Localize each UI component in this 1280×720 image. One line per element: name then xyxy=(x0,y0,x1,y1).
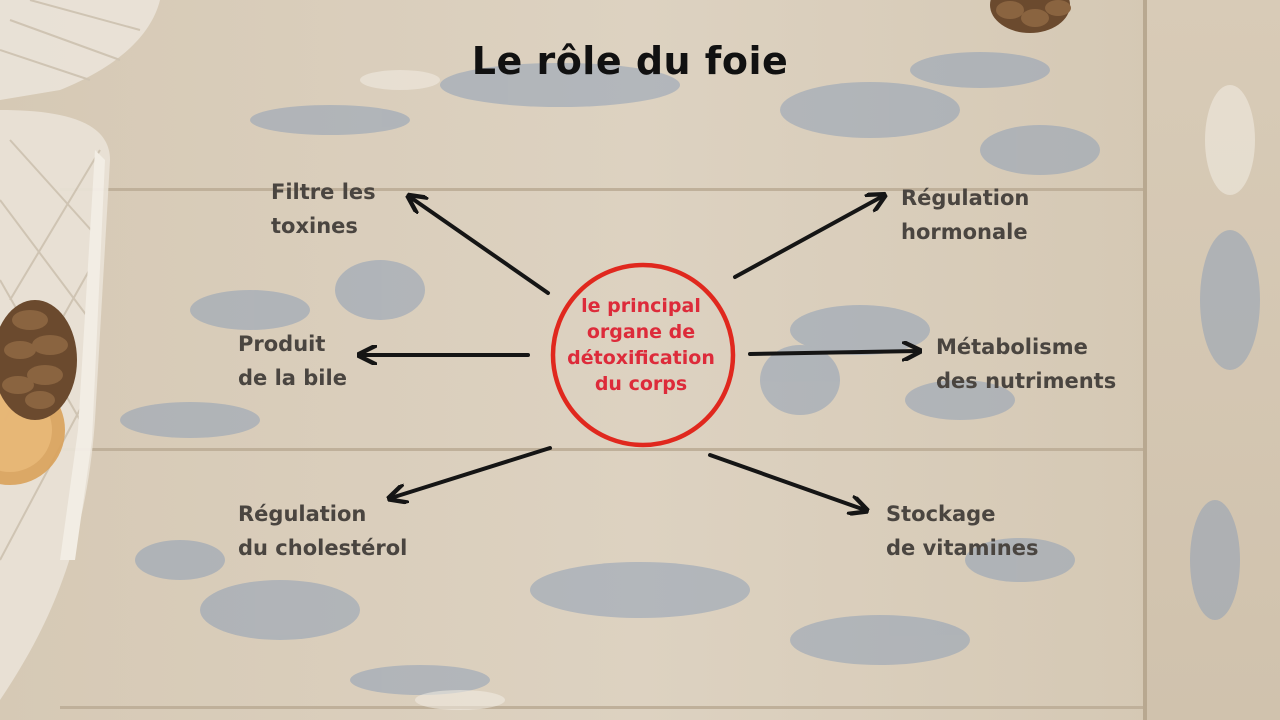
arrow-cholesterol xyxy=(391,446,552,498)
label-line: Régulation xyxy=(238,502,367,526)
label-filtre: Filtre les toxines xyxy=(271,175,376,243)
label-line: toxines xyxy=(271,214,358,238)
pine-cone-left xyxy=(0,300,77,420)
center-line: organe de xyxy=(586,321,696,343)
center-line: du corps xyxy=(594,373,688,395)
arrow-filtre xyxy=(410,197,550,295)
label-line: Filtre les xyxy=(271,180,376,204)
label-regulation-hormonale: Régulation hormonale xyxy=(901,181,1029,249)
label-line: Stockage xyxy=(886,502,996,526)
page-title: Le rôle du foie xyxy=(471,39,789,84)
label-line: des nutriments xyxy=(936,369,1117,393)
arrow-stockage xyxy=(708,453,865,510)
label-line: du cholestérol xyxy=(238,536,408,560)
label-stockage: Stockage de vitamines xyxy=(886,497,1038,565)
center-circle xyxy=(550,262,736,448)
label-line: Métabolisme xyxy=(936,335,1088,359)
center-line: le principal xyxy=(581,295,701,317)
arrow-regulation-hormonale xyxy=(733,196,883,279)
arrow-metabolisme xyxy=(748,351,918,354)
label-metabolisme: Métabolisme des nutriments xyxy=(936,330,1116,398)
label-bile: Produit de la bile xyxy=(238,327,347,395)
label-line: hormonale xyxy=(901,220,1028,244)
label-line: Régulation xyxy=(901,186,1030,210)
label-line: de la bile xyxy=(238,366,347,390)
pine-cone-top-right xyxy=(990,0,1071,33)
center-line: détoxification xyxy=(567,347,715,369)
center-label: le principal organe de détoxification du… xyxy=(553,293,729,397)
label-line: Produit xyxy=(238,332,326,356)
label-line: de vitamines xyxy=(886,536,1039,560)
label-cholesterol: Régulation du cholestérol xyxy=(238,497,407,565)
